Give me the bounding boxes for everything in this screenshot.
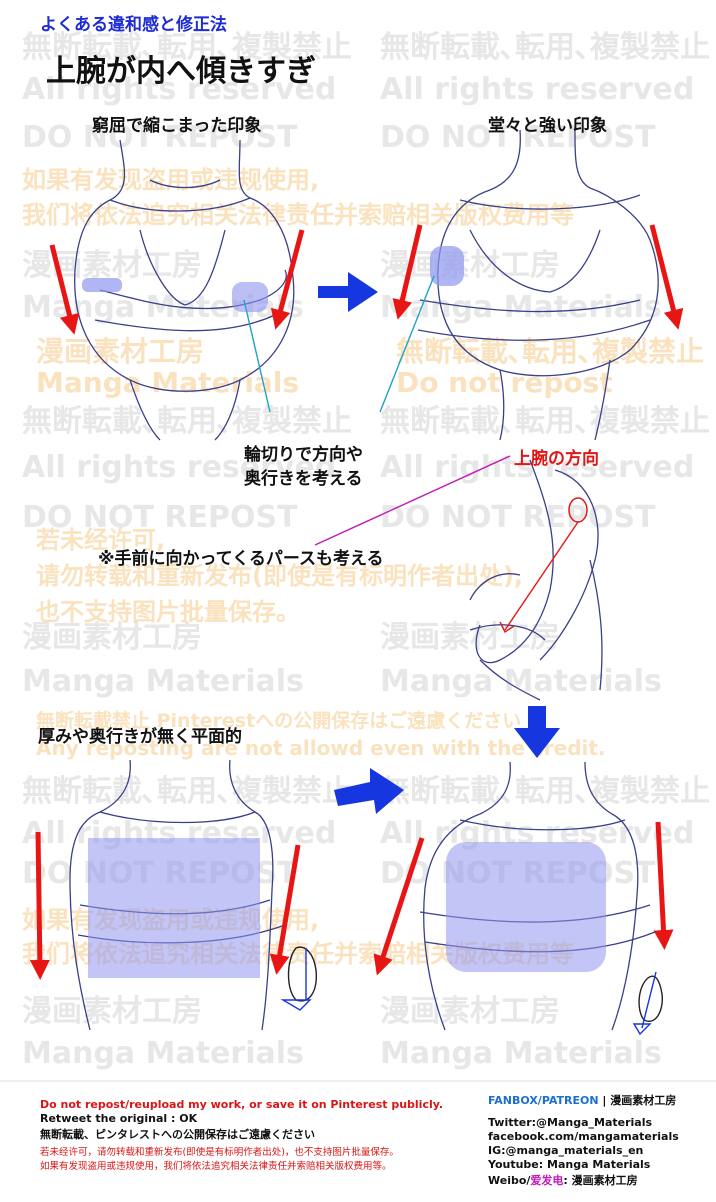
caption-perspective-note: ※手前に向かってくるパースも考える <box>98 549 384 569</box>
red-arrow <box>653 821 674 950</box>
weibo-cn[interactable]: 爱发电 <box>530 1174 564 1187</box>
red-arrow <box>392 224 423 320</box>
youtube-link[interactable]: Youtube: Manga Materials <box>488 1158 651 1171</box>
slice-marker <box>82 278 122 292</box>
guide-line <box>379 275 435 413</box>
watermark-studio: 漫画素材工房 <box>22 620 202 655</box>
weibo-line: Weibo/爱发电: 漫画素材工房 <box>488 1172 638 1188</box>
watermark-no-reprint-orange: 無断転載､転用､複製禁止 <box>396 335 705 368</box>
slice-marker <box>430 246 464 286</box>
watermark-no-reprint: 無断転載､転用､複製禁止 <box>380 404 710 439</box>
watermark-no-repost: DO NOT REPOST <box>22 120 298 155</box>
figure-top-right-sketch <box>417 129 659 441</box>
weibo-prefix[interactable]: Weibo/ <box>488 1174 531 1187</box>
slice-ellipse <box>568 497 588 523</box>
twitter-link[interactable]: Twitter:@Manga_Materials <box>488 1116 653 1129</box>
watermark-no-repost: DO NOT REPOST <box>22 500 298 535</box>
footer-retweet: Retweet the original : OK <box>40 1112 198 1125</box>
watermark-cn: 也不支持图片批量保存。 <box>36 598 300 626</box>
watermark-no-reprint: 無断転載､転用､複製禁止 <box>22 404 352 439</box>
illustration-canvas <box>29 129 684 1036</box>
watermark-no-reprint: 無断転載､転用､複製禁止 <box>380 774 710 809</box>
guide-line <box>243 299 271 413</box>
footer-notice-cn: 如果有发现盗用或违规使用，我们将依法追究相关法律责任并索赔相关版权费用等。 <box>40 1161 392 1172</box>
figure-middle-arm-sketch <box>469 459 603 701</box>
watermark-studio: 漫画素材工房 <box>22 994 202 1029</box>
caption-slice-line2: 奥行きを考える <box>244 469 363 489</box>
subtitle: よくある違和感と修正法 <box>40 15 227 35</box>
blue-down-arrow <box>514 706 560 758</box>
slice-diagram-small <box>632 971 663 1036</box>
watermark-no-reprint: 無断転載､転用､複製禁止 <box>380 30 710 65</box>
red-arrow <box>270 229 305 330</box>
red-arrow <box>29 831 50 980</box>
watermark-manga-materials: Manga Materials <box>380 664 662 699</box>
watermark-no-repost: DO NOT REPOST <box>380 500 656 535</box>
footer: Do not repost/reupload my work, or save … <box>0 1080 716 1202</box>
figure-top-left-sketch <box>74 139 295 441</box>
red-arrow <box>373 837 425 976</box>
separator: | <box>602 1094 607 1107</box>
caption-bad-top: 窮屈で縮こまった印象 <box>92 116 262 136</box>
fanbox-patreon-link[interactable]: FANBOX/PATREON <box>488 1094 599 1107</box>
watermark-studio-orange: 漫画素材工房 <box>36 335 205 368</box>
footer-notice-en: Do not repost/reupload my work, or save … <box>40 1098 444 1111</box>
caption-good-top: 堂々と強い印象 <box>488 116 607 136</box>
footer-notice-jp: 無断転載、ピンタレストへの公開保存はご遠慮ください <box>40 1128 315 1141</box>
page-title: 上腕が内へ傾きすぎ <box>46 54 316 89</box>
watermark-studio: 漫画素材工房 <box>380 994 560 1029</box>
direction-arrowhead <box>499 621 515 634</box>
watermark-manga-materials: Manga Materials <box>22 664 304 699</box>
weibo-suffix: : 漫画素材工房 <box>563 1174 638 1187</box>
watermark-cn: 如果有发现盗用或违规使用, <box>22 166 320 194</box>
facebook-link[interactable]: facebook.com/mangamaterials <box>488 1130 679 1143</box>
slice-diagram-small <box>280 946 317 1011</box>
watermark-manga-materials: Manga Materials <box>22 1036 304 1071</box>
caption-upper-arm-direction: 上腕の方向 <box>514 449 599 469</box>
studio-name: 漫画素材工房 <box>610 1094 677 1107</box>
blue-arrow <box>318 272 378 312</box>
caption-slice-line1: 輪切りで方向や <box>244 445 363 465</box>
watermark-cn: 请勿转载和重新发布(即使是有标明作者出处), <box>36 562 524 590</box>
watermark-cn: 若未经许可, <box>36 526 166 554</box>
footer-notice-cn: 若未经许可，请勿转载和重新发布(即使是有标明作者出处)，也不支持图片批量保存。 <box>40 1147 399 1158</box>
red-arrow <box>49 244 80 335</box>
caption-flat-note: 厚みや奥行きが無く平面的 <box>38 727 242 747</box>
watermark-no-repost: DO NOT REPOST <box>380 120 656 155</box>
instagram-link[interactable]: IG:@manga_materials_en <box>488 1144 644 1157</box>
slice-marker <box>232 282 268 312</box>
direction-line <box>504 521 579 631</box>
watermark-rights: All rights reserved <box>380 72 695 107</box>
flat-block <box>88 838 260 978</box>
watermark-rights: All rights reserved <box>22 450 337 485</box>
guide-line-magenta <box>314 455 511 546</box>
watermark-no-reprint: 無断転載､転用､複製禁止 <box>22 774 352 809</box>
watermark-credit: Any reposting are not allowd even with t… <box>36 736 606 760</box>
watermark-rights: All rights reserved <box>22 72 337 107</box>
watermark-manga-materials: Manga Materials <box>380 290 662 325</box>
red-arrow <box>269 844 301 975</box>
depth-block <box>446 842 606 972</box>
red-arrow <box>649 224 684 330</box>
blue-arrow <box>334 768 404 814</box>
watermark-pinterest: 無断転載禁止 Pinterestへの公開保存はご遠慮ください <box>36 710 522 732</box>
watermark-studio: 漫画素材工房 <box>380 620 560 655</box>
watermark-cn: 我们将依法追究相关法律责任并索赔相关版权费用等 <box>22 201 574 229</box>
watermark-manga-materials: Manga Materials <box>380 1036 662 1071</box>
watermark-no-reprint: 無断転載､転用､複製禁止 <box>22 30 352 65</box>
